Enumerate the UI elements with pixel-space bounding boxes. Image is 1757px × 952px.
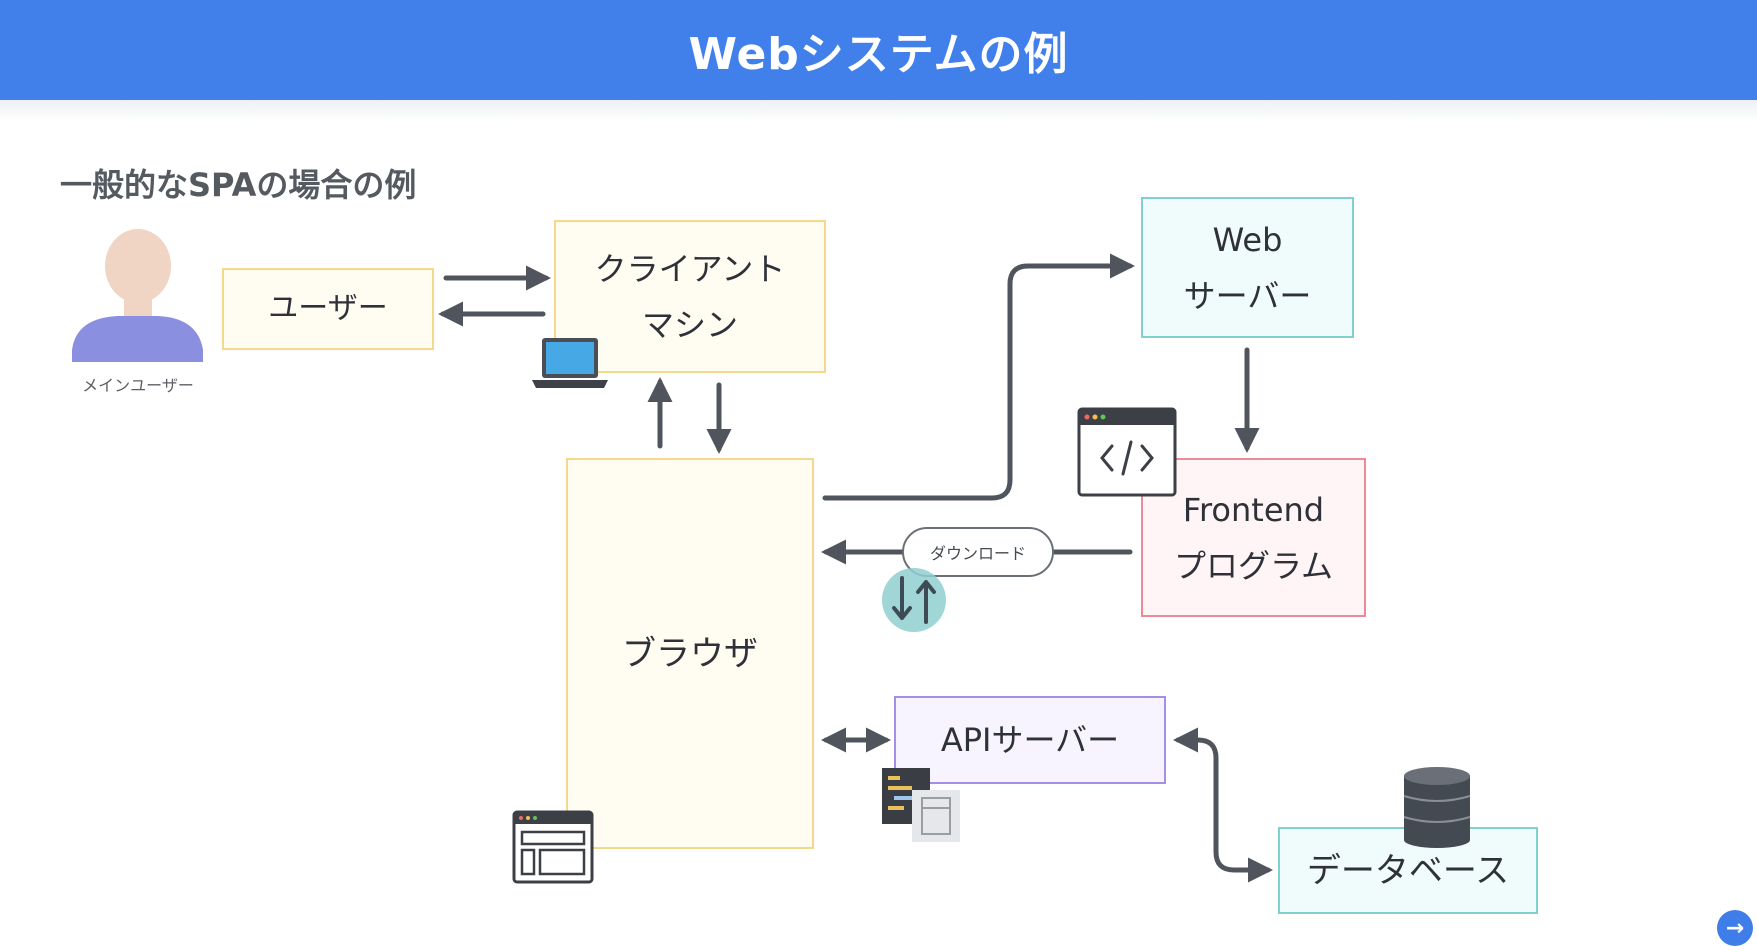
user-box-label: ユーザー bbox=[268, 291, 388, 326]
database-label: データベース bbox=[1306, 850, 1510, 891]
web-server-label-line2: サーバー bbox=[1183, 276, 1312, 315]
user-box: ユーザー bbox=[222, 268, 434, 350]
client-machine-label-line2: マシン bbox=[641, 305, 738, 344]
transfer-icon bbox=[882, 568, 946, 632]
frontend-program-box: Frontend プログラム bbox=[1141, 458, 1366, 617]
code-window-icon bbox=[1077, 407, 1177, 497]
user-caption: メインユーザー bbox=[82, 376, 194, 395]
header-divider bbox=[0, 100, 1757, 122]
web-server-label-line1: Web bbox=[1212, 220, 1283, 259]
client-machine-box: クライアント マシン bbox=[554, 220, 826, 373]
api-server-box: APIサーバー bbox=[894, 696, 1166, 784]
api-server-label: APIサーバー bbox=[940, 721, 1120, 759]
browser-label: ブラウザ bbox=[622, 633, 758, 674]
next-slide-button[interactable]: → bbox=[1717, 910, 1753, 946]
frontend-label-line1: Frontend bbox=[1182, 490, 1325, 529]
arrow-right-icon: → bbox=[1725, 915, 1745, 941]
laptop-icon bbox=[532, 338, 608, 388]
layout-window-icon bbox=[512, 810, 594, 884]
frontend-label-line2: プログラム bbox=[1173, 546, 1334, 585]
code-file-icon bbox=[882, 768, 960, 842]
slide-title: Webシステムの例 bbox=[688, 29, 1069, 80]
web-server-box: Web サーバー bbox=[1141, 197, 1354, 338]
arrow-browser-to-webserver bbox=[822, 253, 1135, 501]
slide-header: Webシステムの例 bbox=[0, 0, 1757, 100]
browser-box: ブラウザ bbox=[566, 458, 814, 849]
arrow-api-database bbox=[1173, 727, 1273, 883]
diagram-subtitle: 一般的なSPAの場合の例 bbox=[60, 166, 417, 204]
client-machine-label-line1: クライアント bbox=[594, 249, 786, 288]
download-label: ダウンロード bbox=[902, 527, 1054, 577]
database-icon bbox=[1403, 767, 1471, 848]
